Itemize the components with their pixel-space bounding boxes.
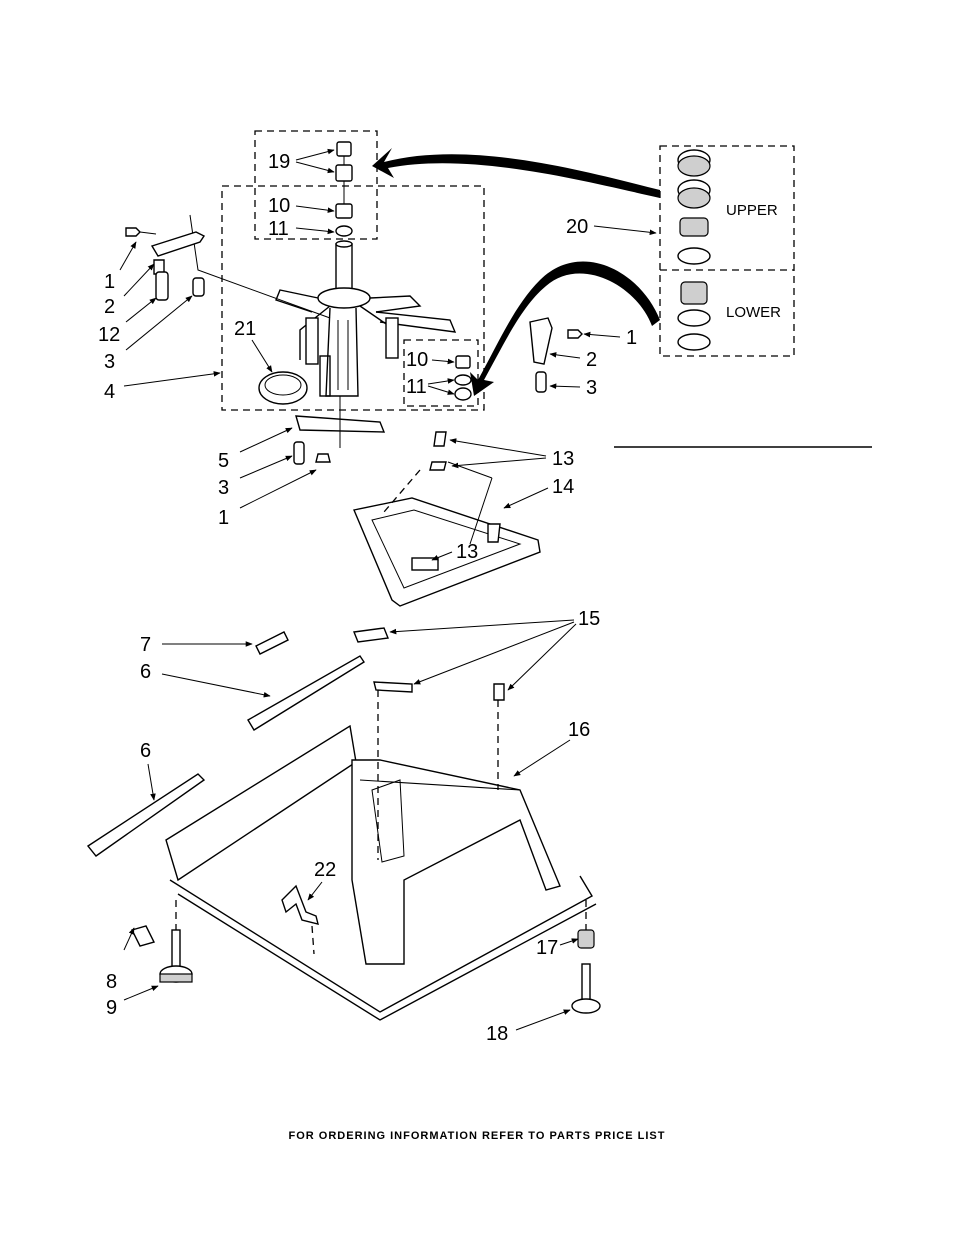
leg-17-18 bbox=[571, 900, 601, 1014]
callout-8: 8 bbox=[106, 971, 117, 993]
upper-bushing-stack bbox=[335, 141, 353, 237]
callout-18: 18 bbox=[486, 1023, 508, 1045]
callout-19: 19 bbox=[268, 151, 290, 173]
callout-14: 14 bbox=[552, 476, 574, 498]
callout-12: 12 bbox=[98, 324, 120, 346]
callout-15: 15 bbox=[578, 608, 600, 630]
channel-6-lower bbox=[86, 773, 206, 857]
callout-2: 2 bbox=[586, 349, 597, 371]
callout-3: 3 bbox=[104, 351, 115, 373]
spring-7 bbox=[255, 631, 289, 655]
footer-note: FOR ORDERING INFORMATION REFER TO PARTS … bbox=[288, 1130, 666, 1142]
callout-10: 10 bbox=[268, 195, 290, 217]
callout-4: 4 bbox=[104, 381, 115, 403]
callout-5: 5 bbox=[218, 450, 229, 472]
left-bracket-parts bbox=[125, 227, 206, 301]
callout-13: 13 bbox=[552, 448, 574, 470]
lower-bushing-stack bbox=[454, 355, 472, 401]
right-bracket-parts bbox=[529, 317, 583, 393]
kit-arrows bbox=[372, 148, 660, 396]
callout-17: 17 bbox=[536, 937, 558, 959]
upper-label: UPPER bbox=[726, 202, 778, 219]
callout-20: 20 bbox=[566, 216, 588, 238]
callout-22: 22 bbox=[314, 859, 336, 881]
leader-lines bbox=[119, 148, 657, 1031]
callout-3: 3 bbox=[586, 377, 597, 399]
callout-13: 13 bbox=[456, 541, 478, 563]
ring-21 bbox=[258, 371, 308, 405]
lower-label: LOWER bbox=[726, 304, 781, 321]
callout-1: 1 bbox=[104, 271, 115, 293]
base-frame-16 bbox=[165, 690, 597, 1021]
callout-10: 10 bbox=[406, 349, 428, 371]
channel-6-upper bbox=[247, 655, 365, 731]
callout-6: 6 bbox=[140, 661, 151, 683]
kit-20-box bbox=[659, 145, 795, 357]
assembly-4-outline bbox=[221, 130, 485, 411]
callout-1: 1 bbox=[626, 327, 637, 349]
callout-21: 21 bbox=[234, 318, 256, 340]
callout-6: 6 bbox=[140, 740, 151, 762]
callout-16: 16 bbox=[568, 719, 590, 741]
clip-22 bbox=[281, 884, 319, 955]
callout-numbers: 19 10 11 20 1 2 12 3 4 21 10 11 1 2 3 5 … bbox=[98, 151, 637, 1045]
callout-3: 3 bbox=[218, 477, 229, 499]
bottom-bracket-parts bbox=[293, 396, 386, 465]
callout-9: 9 bbox=[106, 997, 117, 1019]
leg-8-9 bbox=[130, 900, 193, 983]
callout-1: 1 bbox=[218, 507, 229, 529]
top-frame-14 bbox=[353, 431, 541, 607]
callout-11: 11 bbox=[406, 376, 427, 398]
callout-7: 7 bbox=[140, 634, 151, 656]
parts-15 bbox=[353, 627, 505, 701]
callout-2: 2 bbox=[104, 296, 115, 318]
callout-11: 11 bbox=[268, 218, 289, 240]
